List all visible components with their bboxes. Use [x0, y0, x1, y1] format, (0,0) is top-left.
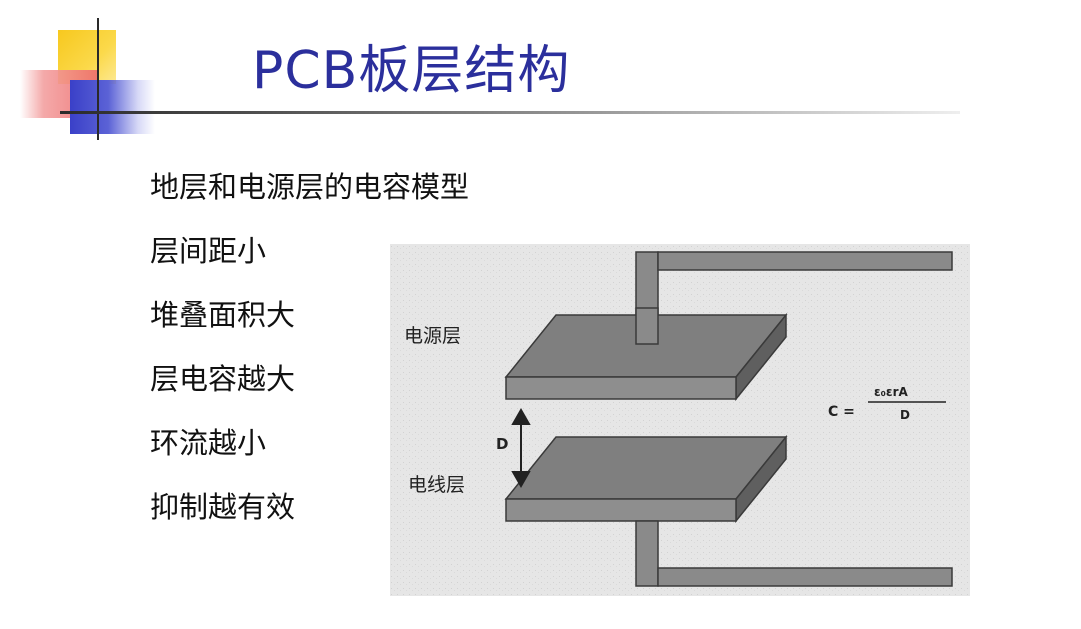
bullet-item: 堆叠面积大	[150, 298, 296, 332]
capacitor-model-figure: 电源层 电线层 D C = ε₀εrA D	[390, 244, 970, 596]
power-layer-label: 电源层	[404, 325, 461, 347]
logo-square-blue	[70, 80, 155, 134]
distance-label: D	[496, 435, 508, 453]
bullet-list: 地层和电源层的电容模型 层间距小 堆叠面积大 层电容越大 环流越小 抑制越有效	[150, 165, 469, 549]
power-plane-plate	[504, 312, 788, 402]
formula-lhs: C =	[828, 404, 855, 420]
slide-title: PCB板层结构	[252, 41, 571, 101]
bullet-item: 地层和电源层的电容模型	[150, 170, 470, 204]
bullet-item: 抑制越有效	[150, 490, 296, 524]
distance-arrow	[511, 407, 531, 489]
formula-denominator: D	[900, 408, 910, 422]
signal-plane-plate	[504, 434, 788, 524]
bullet-item: 环流越小	[150, 426, 267, 460]
capacitor-diagram: 电源层 电线层 D C = ε₀εrA D	[390, 244, 970, 596]
signal-layer-label: 电线层	[408, 474, 465, 496]
formula-numerator: ε₀εrA	[874, 385, 909, 399]
logo-vertical-line	[97, 18, 99, 140]
figure-background	[390, 244, 970, 596]
lower-lead	[635, 520, 953, 587]
bullet-item: 层间距小	[150, 234, 267, 268]
upper-lead-stub	[635, 307, 659, 345]
title-underline	[60, 111, 960, 114]
capacitance-formula: C = ε₀εrA D	[828, 385, 946, 422]
bullet-item: 层电容越大	[150, 362, 296, 396]
